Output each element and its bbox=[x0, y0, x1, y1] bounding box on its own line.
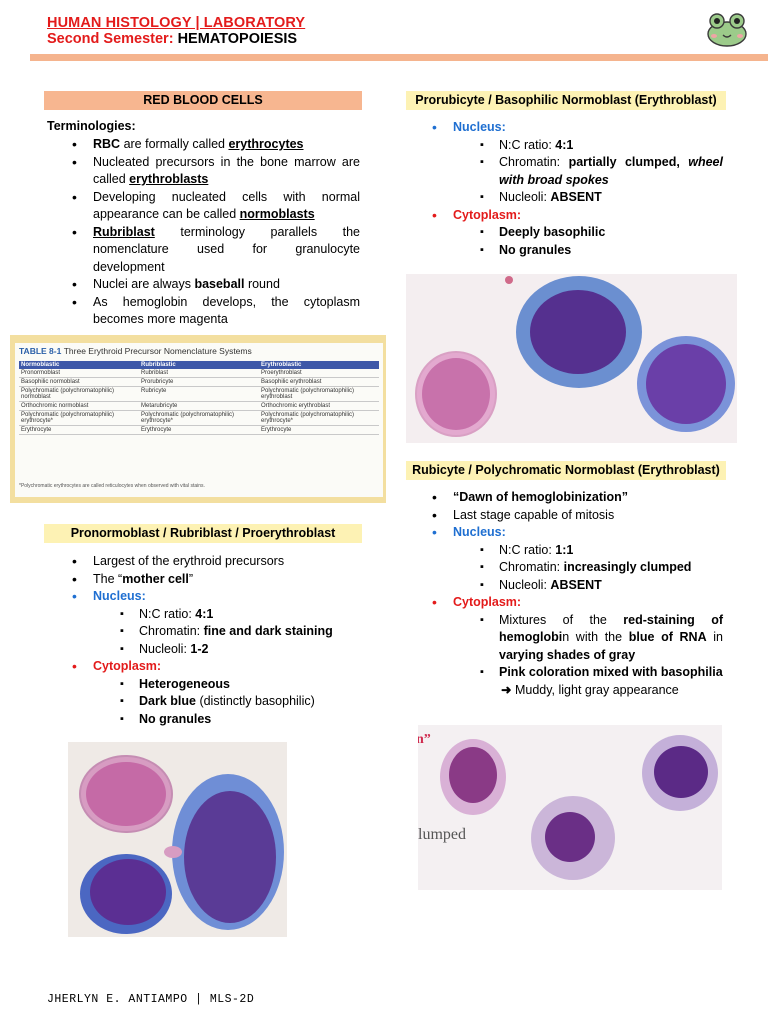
list-item: Largest of the erythroid precursors bbox=[47, 553, 360, 571]
list-item-nucleus: Nucleus: N:C ratio: 1:1 Chromatin: incre… bbox=[407, 524, 723, 594]
rubicyte-list: “Dawn of hemoglobinization” Last stage c… bbox=[407, 489, 723, 699]
list-item: Nuclei are always baseball round bbox=[47, 276, 360, 294]
topic-label: HEMATOPOIESIS bbox=[177, 31, 298, 47]
footer-author: JHERLYN E. ANTIAMPO | MLS-2D bbox=[47, 993, 255, 1006]
semester-label: Second Semester: bbox=[47, 31, 174, 47]
rubicyte-micrograph: n” lumped bbox=[418, 725, 722, 890]
list-item: Deeply basophilic bbox=[453, 224, 723, 242]
table-row: Polychromatic (polychromatophilic) eryth… bbox=[19, 410, 379, 426]
list-item: Developing nucleated cells with normal a… bbox=[47, 189, 360, 224]
table-footnote: *Polychromatic erythrocytes are called r… bbox=[19, 483, 205, 489]
section-heading-pronormoblast: Pronormoblast / Rubriblast / Proerythrob… bbox=[44, 524, 362, 543]
image-caption-fragment: lumped bbox=[418, 826, 466, 843]
list-item: No granules bbox=[93, 711, 360, 729]
list-item-nucleus: Nucleus: N:C ratio: 4:1 Chromatin: fine … bbox=[47, 588, 360, 658]
frog-icon bbox=[705, 8, 749, 48]
list-item: Chromatin: fine and dark staining bbox=[93, 623, 360, 641]
terminologies-label: Terminologies: bbox=[47, 119, 136, 133]
list-item-cytoplasm: Cytoplasm: Mixtures of the red-staining … bbox=[407, 594, 723, 699]
pronormoblast-list: Largest of the erythroid precursors The … bbox=[47, 553, 360, 728]
table-header: Erythroblastic bbox=[259, 361, 379, 369]
list-item: RBC are formally called erythrocytes bbox=[47, 136, 360, 154]
list-item: Mixtures of the red-staining of hemoglob… bbox=[453, 612, 723, 665]
list-item: The “mother cell” bbox=[47, 571, 360, 589]
section-heading-rubicyte: Rubicyte / Polychromatic Normoblast (Ery… bbox=[406, 461, 726, 480]
sub-note: ➜ Muddy, light gray appearance bbox=[501, 682, 679, 697]
document-title: HUMAN HISTOLOGY | LABORATORY bbox=[47, 15, 306, 31]
list-item: Nucleoli: ABSENT bbox=[453, 577, 723, 595]
prorubicyte-micrograph bbox=[406, 274, 737, 443]
table-title: TABLE 8-1 Three Erythroid Precursor Nome… bbox=[19, 346, 252, 356]
list-item: Nucleoli: 1-2 bbox=[93, 641, 360, 659]
list-item: Rubriblast terminology parallels the nom… bbox=[47, 224, 360, 277]
list-item: “Dawn of hemoglobinization” bbox=[407, 489, 723, 507]
list-item: Nucleoli: ABSENT bbox=[453, 189, 723, 207]
nomenclature-table-image: TABLE 8-1 Three Erythroid Precursor Nome… bbox=[10, 335, 386, 503]
list-item: As hemoglobin develops, the cytoplasm be… bbox=[47, 294, 360, 329]
prorubicyte-list: Nucleus: N:C ratio: 4:1 Chromatin: parti… bbox=[407, 119, 723, 259]
table-row: Polychromatic (polychromatophilic) normo… bbox=[19, 386, 379, 402]
list-item: Pink coloration mixed with basophilia ➜ … bbox=[453, 664, 723, 699]
section-heading-rbc: RED BLOOD CELLS bbox=[44, 91, 362, 110]
list-item: N:C ratio: 4:1 bbox=[453, 137, 723, 155]
arrow-right-icon: ➜ bbox=[501, 682, 512, 697]
list-item-cytoplasm: Cytoplasm: Heterogeneous Dark blue (dist… bbox=[47, 658, 360, 728]
list-item: Last stage capable of mitosis bbox=[407, 507, 723, 525]
list-item-cytoplasm: Cytoplasm: Deeply basophilic No granules bbox=[407, 207, 723, 260]
table-header: Normoblastic bbox=[19, 361, 139, 369]
nomenclature-table: Normoblastic Rubriblastic Erythroblastic… bbox=[19, 361, 379, 435]
header-divider bbox=[30, 54, 768, 61]
list-item: Chromatin: increasingly clumped bbox=[453, 559, 723, 577]
list-item: Heterogeneous bbox=[93, 676, 360, 694]
list-item: No granules bbox=[453, 242, 723, 260]
section-heading-prorubicyte: Prorubicyte / Basophilic Normoblast (Ery… bbox=[406, 91, 726, 110]
list-item: Chromatin: partially clumped, wheel with… bbox=[453, 154, 723, 189]
list-item: Dark blue (distinctly basophilic) bbox=[93, 693, 360, 711]
list-item: N:C ratio: 4:1 bbox=[93, 606, 360, 624]
list-item: Nucleated precursors in the bone marrow … bbox=[47, 154, 360, 189]
document-subtitle: Second Semester: HEMATOPOIESIS bbox=[47, 31, 297, 47]
rbc-terminology-list: RBC are formally called erythrocytes Nuc… bbox=[47, 136, 360, 329]
list-item-nucleus: Nucleus: N:C ratio: 4:1 Chromatin: parti… bbox=[407, 119, 723, 207]
image-caption-fragment: n” bbox=[418, 732, 431, 747]
table-header: Rubriblastic bbox=[139, 361, 259, 369]
pronormoblast-micrograph bbox=[68, 742, 287, 937]
list-item: N:C ratio: 1:1 bbox=[453, 542, 723, 560]
